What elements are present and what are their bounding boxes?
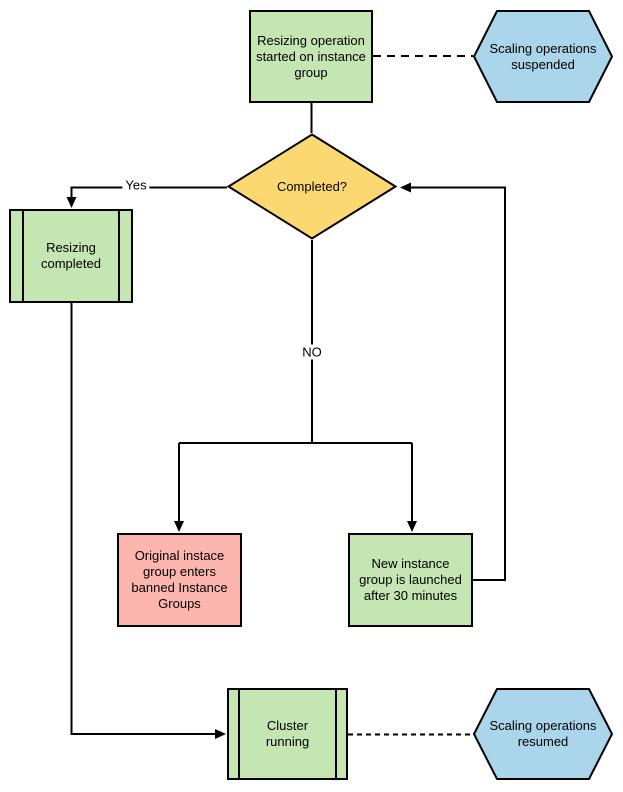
node-banned-instance-groups-label: Original instace group enters banned Ins… [131, 548, 228, 611]
predefined-bar-left [22, 211, 24, 301]
node-resizing-completed: Resizing completed [9, 209, 133, 303]
arrowhead-yes [66, 197, 77, 208]
node-completed-decision-label: Completed? [276, 178, 348, 194]
node-resizing-started: Resizing operation started on instance g… [249, 10, 373, 103]
node-new-instance-group-label: New instance group is launched after 30 … [359, 556, 462, 603]
hexagon-shape [473, 688, 613, 780]
node-cluster-running-label: Cluster running [265, 718, 310, 749]
arrowhead-new-group [407, 521, 417, 532]
arrowhead-banned [174, 521, 184, 532]
edge-to-cluster [70, 303, 215, 735]
node-new-instance-group: New instance group is launched after 30 … [348, 533, 473, 627]
edge-yes [70, 186, 227, 198]
node-resizing-started-label: Resizing operation started on instance g… [256, 32, 366, 80]
arrowhead-cluster [215, 729, 226, 739]
node-scaling-resumed: Scaling operations resumed [473, 688, 613, 780]
predefined-bar-left [238, 690, 240, 778]
predefined-bar-right [335, 690, 337, 778]
predefined-bar-right [118, 211, 120, 301]
node-completed-decision: Completed? [227, 133, 397, 240]
edge-label-yes: Yes [122, 177, 150, 193]
arrowhead-feedback [400, 182, 411, 193]
node-scaling-suspended: Scaling operations suspended [473, 10, 613, 103]
node-banned-instance-groups: Original instace group enters banned Ins… [117, 533, 242, 627]
diamond-shape [227, 133, 397, 240]
edge-feedback-to-decision [411, 186, 506, 581]
node-scaling-resumed-label: Scaling operations resumed [489, 718, 597, 749]
node-resizing-completed-label: Resizing completed [41, 240, 101, 271]
hexagon-shape [473, 10, 613, 103]
edge-label-no: NO [299, 344, 325, 360]
node-scaling-suspended-label: Scaling operations suspended [489, 40, 597, 72]
node-cluster-running: Cluster running [227, 688, 348, 780]
